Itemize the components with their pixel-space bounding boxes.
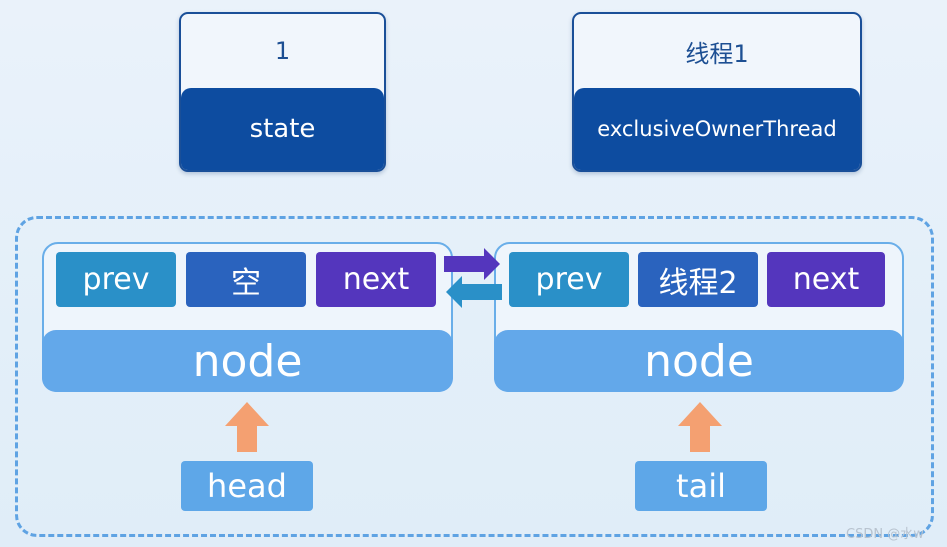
state-label: state — [181, 88, 384, 170]
node-link-arrows — [444, 248, 502, 308]
node-2-next-cell: next — [767, 252, 885, 307]
node-2-label: node — [494, 330, 904, 392]
tail-box: tail — [635, 461, 767, 511]
owner-thread-label: exclusiveOwnerThread — [574, 88, 860, 170]
head-pointer-arrow — [225, 402, 269, 452]
node-1-prev-cell: prev — [56, 252, 176, 307]
node-2-data-cell: 线程2 — [638, 252, 758, 307]
state-value: 1 — [274, 37, 291, 65]
state-box: 1 state — [179, 12, 386, 172]
owner-thread-value: 线程1 — [685, 39, 749, 68]
owner-thread-box: 线程1 exclusiveOwnerThread — [572, 12, 862, 172]
node-1-data-cell: 空 — [186, 252, 306, 307]
next-link-arrow — [444, 248, 500, 280]
sync-queue-container — [15, 216, 934, 537]
node-2-prev-cell: prev — [509, 252, 629, 307]
node-1-next-cell: next — [316, 252, 436, 307]
head-box: head — [181, 461, 313, 511]
tail-pointer-arrow — [678, 402, 722, 452]
prev-link-arrow — [446, 276, 502, 308]
node-1-label: node — [42, 330, 453, 392]
watermark: CSDN @水w — [846, 527, 924, 542]
